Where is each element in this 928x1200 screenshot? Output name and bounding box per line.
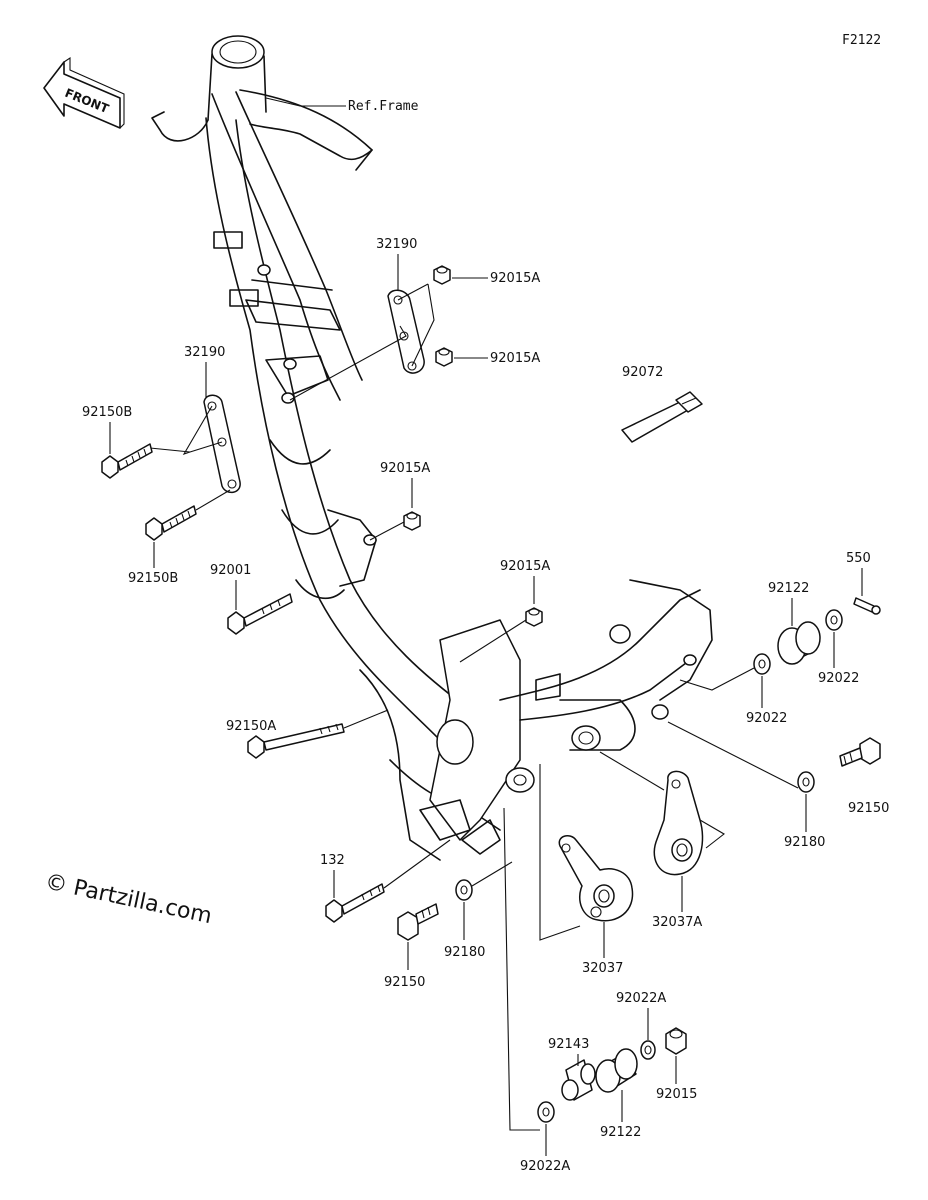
label-92022-mid: 92022 [746, 711, 787, 726]
label-92143: 92143 [548, 1037, 589, 1052]
collar-92122-bottom [595, 1048, 638, 1093]
nut-92015A-1 [433, 265, 451, 285]
label-92015A-2: 92015A [490, 351, 540, 366]
label-32037A: 32037A [652, 915, 702, 930]
label-92015A-4: 92015A [500, 559, 550, 574]
label-92022A-bottom: 92022A [520, 1159, 570, 1174]
label-92072: 92072 [622, 365, 663, 380]
label-92015A-1: 92015A [490, 271, 540, 286]
label-92180-bottom: 92180 [444, 945, 485, 960]
label-92180-right: 92180 [784, 835, 825, 850]
washer-92022A-bottom [537, 1101, 555, 1123]
bracket-32037A [653, 770, 704, 876]
washer-92022-mid [753, 653, 771, 675]
bolt-92150A [247, 723, 345, 759]
label-32190-upper: 32190 [376, 237, 417, 252]
collar-92122-right [777, 621, 821, 665]
washer-92022A-top [640, 1040, 656, 1060]
label-92150A: 92150A [226, 719, 276, 734]
label-550: 550 [846, 551, 871, 566]
nut-92015A-4 [525, 607, 543, 627]
frame [151, 35, 713, 861]
label-92015: 92015 [656, 1087, 697, 1102]
label-32190-lower: 32190 [184, 345, 225, 360]
washer-92180-bottom [455, 879, 473, 901]
bolt-92150B-1 [101, 443, 153, 479]
label-92150-bottom: 92150 [384, 975, 425, 990]
bolt-92150B-2 [145, 505, 197, 541]
bolt-92001 [227, 593, 293, 635]
label-92150B-1: 92150B [82, 405, 132, 420]
bracket-32190-lower [203, 394, 241, 494]
label-92022A-top: 92022A [616, 991, 666, 1006]
nut-92015A-3 [403, 511, 421, 531]
label-92015A-3: 92015A [380, 461, 430, 476]
label-92150B-2: 92150B [128, 571, 178, 586]
ref-frame-label: Ref.Frame [348, 99, 419, 114]
bolt-92150-right [839, 737, 881, 767]
nut-92015 [665, 1027, 687, 1055]
label-92122-bottom: 92122 [600, 1125, 641, 1140]
diagram-code: F2122 [842, 33, 881, 48]
washer-92180-right [797, 771, 815, 793]
pin-550 [853, 597, 881, 615]
watermark: © Partzilla.com [43, 869, 214, 929]
label-92001: 92001 [210, 563, 251, 578]
label-92122-right: 92122 [768, 581, 809, 596]
strap-92072 [621, 391, 703, 443]
bracket-32190-upper [387, 289, 425, 374]
label-92150-right: 92150 [848, 801, 889, 816]
bolt-92150-bottom [397, 903, 439, 941]
nut-92015A-2 [435, 347, 453, 367]
washer-92022-right [825, 609, 843, 631]
label-92022-right: 92022 [818, 671, 859, 686]
label-32037: 32037 [582, 961, 623, 976]
label-132: 132 [320, 853, 345, 868]
bolt-132 [325, 883, 385, 923]
bracket-32037 [558, 835, 634, 922]
front-arrow-icon: FRONT [43, 56, 125, 129]
